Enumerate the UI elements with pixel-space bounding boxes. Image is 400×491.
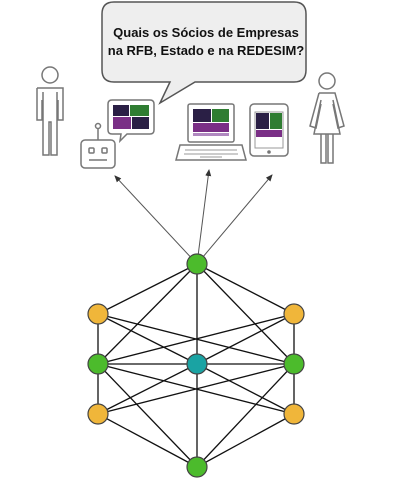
woman-icon	[309, 72, 345, 164]
node-lower-left-yellow	[87, 403, 109, 425]
laptop-icon	[175, 103, 247, 161]
arrows	[114, 169, 273, 265]
arrow-to-robot	[114, 175, 198, 265]
robot-chat-bubble-icon	[107, 99, 155, 144]
node-center-teal	[186, 353, 208, 375]
bubble-line-1: Quais os Sócios de Empresas	[113, 25, 299, 40]
node-top-green	[186, 253, 208, 275]
network-nodes	[87, 253, 305, 478]
node-upper-right-yellow	[283, 303, 305, 325]
node-bottom-green	[186, 456, 208, 478]
speech-bubble: Quais os Sócios de Empresas na RFB, Esta…	[101, 1, 307, 105]
arrow-to-laptop	[196, 169, 212, 265]
tablet-icon	[249, 103, 289, 157]
node-middle-left-green	[87, 353, 109, 375]
bubble-line-2: na RFB, Estado e na REDESIM?	[108, 43, 305, 58]
node-upper-left-yellow	[87, 303, 109, 325]
man-icon	[36, 66, 64, 156]
robot-icon	[80, 122, 116, 169]
node-middle-right-green	[283, 353, 305, 375]
arrow-to-tablet	[196, 174, 273, 265]
node-lower-right-yellow	[283, 403, 305, 425]
